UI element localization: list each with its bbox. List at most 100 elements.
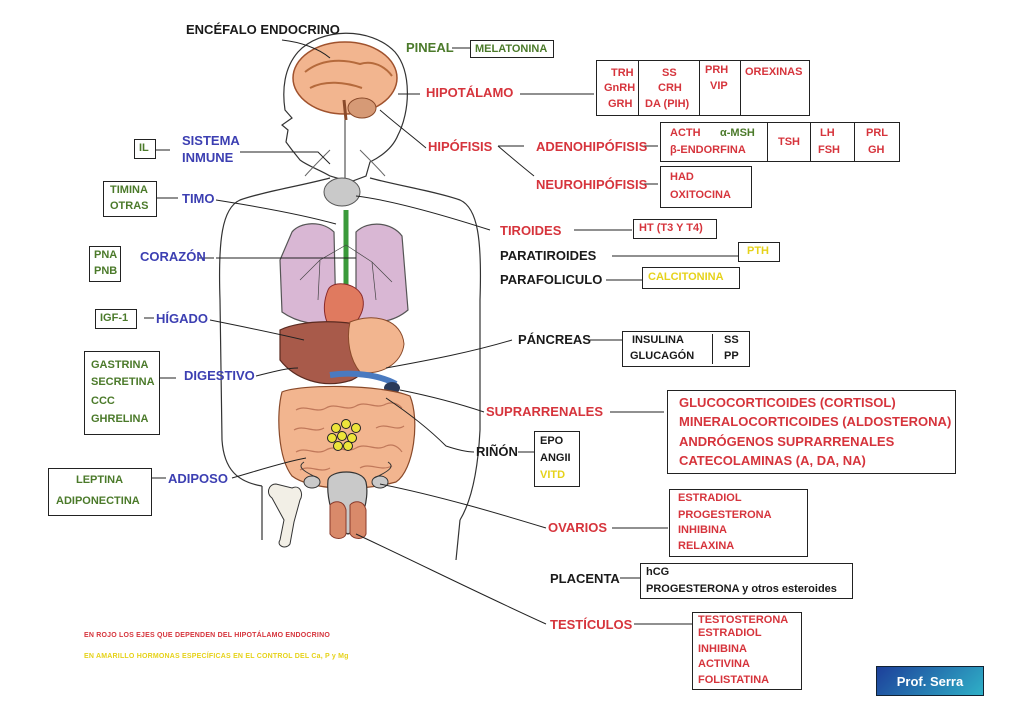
box-higado xyxy=(95,309,137,329)
label-hipotalamo: HIPOTÁLAMO xyxy=(426,85,514,100)
label-inmune: INMUNE xyxy=(182,150,234,165)
label-rinon: RIÑÓN xyxy=(476,444,518,459)
hormone-leptina: LEPTINA xyxy=(76,474,124,486)
box-adenohipofisis xyxy=(660,122,900,162)
box-testiculos xyxy=(692,612,802,690)
box-paratiroides xyxy=(738,242,780,262)
box-adiposo xyxy=(48,468,152,516)
box-pancreas xyxy=(622,331,750,367)
hormone-relaxina: RELAXINA xyxy=(678,540,735,552)
adipose-cells xyxy=(327,419,361,451)
label-neurohipofisis: NEUROHIPÓFISIS xyxy=(536,177,648,192)
label-testiculos: TESTÍCULOS xyxy=(550,617,633,632)
box-suprarrenales xyxy=(667,390,956,474)
label-timo: TIMO xyxy=(182,191,215,206)
hormone-glucagon: GLUCAGÓN xyxy=(630,350,695,362)
hormone-testosterona: TESTOSTERONA xyxy=(698,614,789,626)
hormone-timina: TIMINA xyxy=(110,184,148,196)
hormone-adiponectina: ADIPONECTINA xyxy=(56,495,140,507)
hormone-ccc: CCC xyxy=(91,395,115,407)
hormone-da-pih: DA (PIH) xyxy=(645,98,690,110)
hormone-trh: TRH xyxy=(611,67,634,79)
hormone-tsh: TSH xyxy=(778,136,800,148)
label-higado: HÍGADO xyxy=(156,311,208,326)
label-corazon: CORAZÓN xyxy=(140,249,206,264)
torso-outline xyxy=(218,177,482,521)
right-lung xyxy=(355,223,409,323)
hormone-pth: PTH xyxy=(747,245,769,257)
hormone-mineralocorticoides: MINERALOCORTICOIDES (ALDOSTERONA) xyxy=(679,414,952,429)
hormone-insulina: INSULINA xyxy=(632,334,684,346)
box-tiroides xyxy=(633,219,717,239)
hormone-secretina: SECRETINA xyxy=(91,376,155,388)
label-hipofisis: HIPÓFISIS xyxy=(428,139,493,154)
femur-bone xyxy=(268,483,303,548)
box-hipotalamo xyxy=(596,60,810,116)
legend-yellow-note: EN AMARILLO HORMONAS ESPECÍFICAS EN EL C… xyxy=(84,653,349,660)
testicles xyxy=(329,501,347,539)
hormone-ht: HT (T3 Y T4) xyxy=(639,222,703,234)
label-adiposo: ADIPOSO xyxy=(168,471,228,486)
hormone-il: IL xyxy=(139,142,149,154)
hormone-progesterona-esteroides: PROGESTERONA y otros esteroides xyxy=(646,583,837,595)
label-tiroides: TIROIDES xyxy=(500,223,562,238)
hormone-prh: PRH xyxy=(705,64,729,76)
box-ovarios xyxy=(669,489,808,557)
box-inmune xyxy=(134,139,156,159)
hormone-igf1: IGF-1 xyxy=(100,312,129,324)
box-rinon xyxy=(534,431,580,487)
connector-lines xyxy=(144,39,738,625)
hormone-vip: VIP xyxy=(710,80,728,92)
hormone-otras: OTRAS xyxy=(110,200,149,212)
box-digestivo xyxy=(84,351,160,435)
label-sistema: SISTEMA xyxy=(182,133,240,148)
label-paratiroides: PARATIROIDES xyxy=(500,248,597,263)
thyroid xyxy=(323,177,361,207)
label-parafoliculo: PARAFOLICULO xyxy=(500,272,603,287)
hormone-orexinas: OREXINAS xyxy=(745,66,803,78)
hormone-calcitonina: CALCITONINA xyxy=(648,271,724,283)
box-neurohipofisis xyxy=(660,166,752,208)
hormone-acth: ACTH xyxy=(670,127,701,139)
box-parafoliculo xyxy=(642,267,740,289)
hormone-glucocorticoides: GLUCOCORTICOIDES (CORTISOL) xyxy=(679,395,896,410)
hormone-beta-endorfina: β-ENDORFINA xyxy=(670,144,746,156)
hormone-activina: ACTIVINA xyxy=(698,658,750,670)
hormone-inhibina-t: INHIBINA xyxy=(698,643,747,655)
label-pancreas: PÁNCREAS xyxy=(518,332,591,347)
hormone-ss-pancreas: SS xyxy=(724,334,739,346)
hormone-ss: SS xyxy=(662,67,677,79)
hormone-gnrh: GnRH xyxy=(604,82,636,94)
page-title: ENCÉFALO ENDOCRINO xyxy=(186,22,340,37)
hormone-prl: PRL xyxy=(866,127,888,139)
hormone-ghrelina: GHRELINA xyxy=(91,413,149,425)
hormone-inhibina: INHIBINA xyxy=(678,524,727,536)
hormone-estradiol-t: ESTRADIOL xyxy=(698,627,762,639)
hormone-gh: GH xyxy=(868,144,885,156)
hormone-pnb: PNB xyxy=(94,265,118,277)
hormone-folistatina: FOLISTATINA xyxy=(698,674,770,686)
box-timo xyxy=(103,181,157,217)
author-badge: Prof. Serra xyxy=(876,666,984,696)
hormone-fsh: FSH xyxy=(818,144,840,156)
stomach xyxy=(347,317,405,374)
hormone-estradiol: ESTRADIOL xyxy=(678,492,742,504)
hormone-alpha-msh: α-MSH xyxy=(720,127,755,139)
hormone-progesterona: PROGESTERONA xyxy=(678,509,772,521)
intestines xyxy=(278,385,416,489)
hormone-catecolaminas: CATECOLAMINAS (A, DA, NA) xyxy=(679,453,866,468)
legend-red-note: EN ROJO LOS EJES QUE DEPENDEN DEL HIPOTÁ… xyxy=(84,632,330,639)
hormone-hcg: hCG xyxy=(646,566,670,578)
hormone-angii: ANGII xyxy=(540,452,571,464)
hormone-androgenos: ANDRÓGENOS SUPRARRENALES xyxy=(679,434,895,449)
hormone-grh: GRH xyxy=(608,98,633,110)
box-corazon xyxy=(89,246,121,282)
label-ovarios: OVARIOS xyxy=(548,520,607,535)
hormone-vitd: VITD xyxy=(540,469,566,481)
label-placenta: PLACENTA xyxy=(550,571,620,586)
box-placenta xyxy=(640,563,853,599)
box-pineal xyxy=(470,40,554,58)
hormone-crh: CRH xyxy=(658,82,682,94)
label-adenohipofisis: ADENOHIPÓFISIS xyxy=(536,139,648,154)
